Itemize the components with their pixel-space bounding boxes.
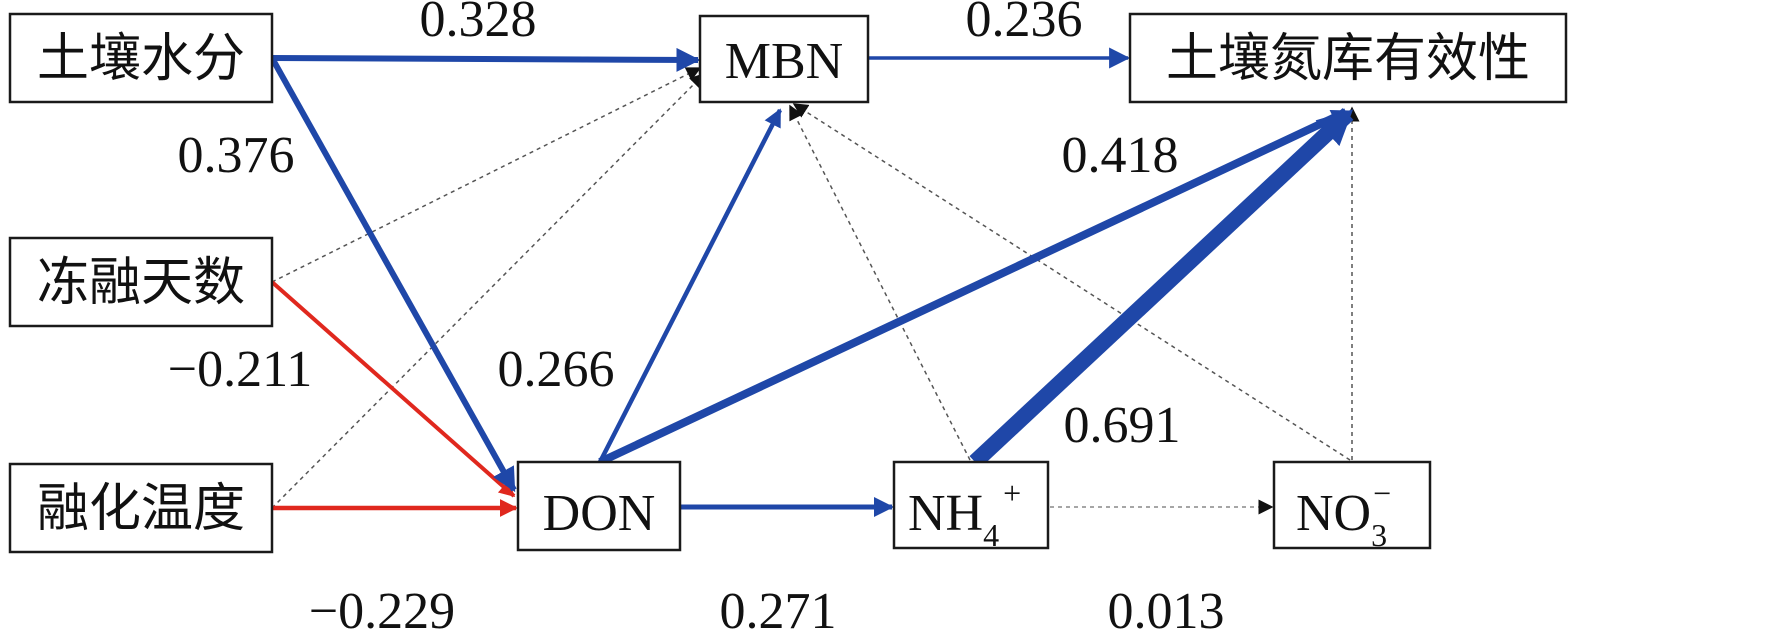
node-label-mbn: MBN: [725, 33, 843, 90]
node-label-thaw-temperature: 融化温度: [37, 481, 245, 538]
positive-paths: [269, 47, 1354, 517]
coef-don-to-mbn: 0.266: [498, 341, 615, 398]
coef-mbn-to-availability: 0.236: [966, 0, 1083, 48]
node-label-n-availability: 土壤氮库有效性: [1166, 31, 1530, 88]
nonsignificant-paths: [271, 67, 1360, 515]
node-label-freeze-thaw-days: 冻融天数: [37, 255, 245, 312]
coef-moisture-to-don: 0.376: [178, 127, 295, 184]
node-label-don: DON: [543, 485, 656, 542]
coef-nh4-to-availability: 0.691: [1064, 397, 1181, 454]
coefficient-labels: 0.328 0.236 0.376 0.418 −0.211 0.266 0.6…: [168, 0, 1225, 640]
path-don-to-mbn: [597, 108, 783, 464]
coef-thaw-to-don: −0.229: [309, 583, 455, 640]
path-thaw-to-mbn: [271, 72, 706, 509]
path-nh4-to-availability: [969, 108, 1354, 468]
coef-freeze-to-don: −0.211: [168, 341, 312, 398]
negative-paths: [270, 280, 518, 517]
node-label-soil-moisture: 土壤水分: [37, 31, 245, 88]
path-no3-to-mbn: [792, 103, 1351, 461]
node-label-nh4: NH4+: [908, 475, 1021, 553]
node-no3: NO3−: [1272, 460, 1432, 553]
coef-don-to-nh4: 0.271: [720, 583, 837, 640]
path-freeze-to-don: [270, 280, 516, 498]
node-soil-moisture: 土壤水分: [8, 12, 274, 104]
path-moisture-to-don: [269, 56, 517, 493]
coef-don-to-availability: 0.418: [1062, 127, 1179, 184]
node-mbn: MBN: [698, 14, 870, 104]
path-don-to-availability: [598, 108, 1350, 466]
node-freeze-thaw-days: 冻融天数: [8, 236, 274, 328]
path-nh4-to-mbn: [789, 104, 971, 461]
node-don: DON: [516, 460, 682, 552]
node-thaw-temperature: 融化温度: [8, 462, 274, 554]
path-moisture-to-mbn: [271, 47, 701, 72]
coef-moisture-to-mbn: 0.328: [420, 0, 537, 48]
node-nh4: NH4+: [892, 460, 1050, 553]
node-label-no3: NO3−: [1296, 475, 1391, 553]
coef-nh4-to-no3: 0.013: [1108, 583, 1225, 640]
node-n-availability: 土壤氮库有效性: [1128, 12, 1568, 104]
